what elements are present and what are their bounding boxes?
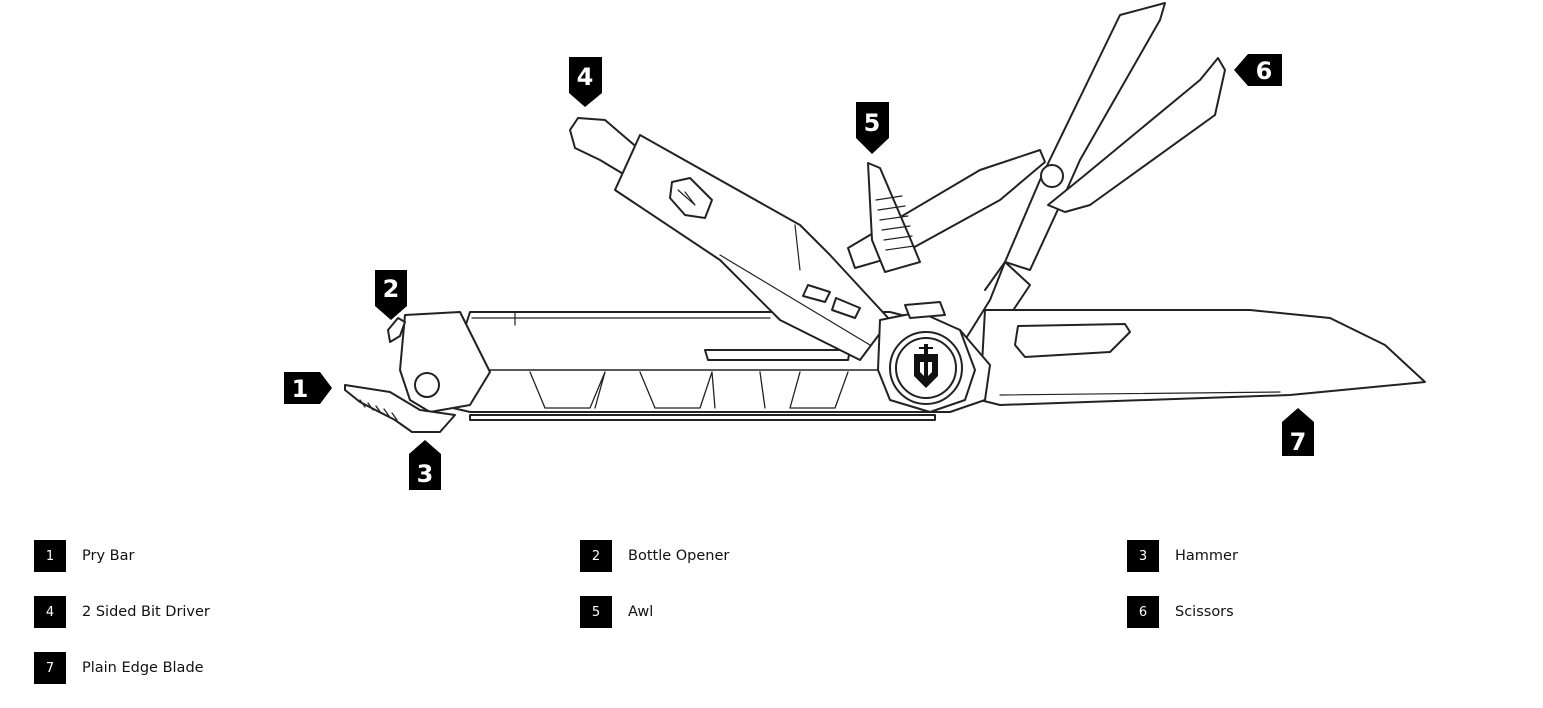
- legend-badge: 3: [1127, 540, 1159, 572]
- svg-text:7: 7: [1290, 428, 1307, 456]
- pivot-drawing: [877, 301, 976, 413]
- multitool-diagram: 1 2 3 4 5 6 7: [284, 2, 1426, 490]
- legend-badge: 1: [34, 540, 66, 572]
- legend-badge: 2: [580, 540, 612, 572]
- legend-label: Awl: [628, 604, 654, 620]
- callout-4: 4: [569, 57, 602, 107]
- callout-7: 7: [1282, 408, 1314, 456]
- legend-item-plain-edge-blade: 7 Plain Edge Blade: [34, 652, 204, 684]
- legend-label: Hammer: [1175, 548, 1238, 564]
- callout-6: 6: [1234, 54, 1282, 86]
- scissors-drawing: [964, 2, 1226, 361]
- callout-3: 3: [409, 440, 441, 490]
- awl-drawing: [867, 162, 921, 273]
- legend-item-awl: 5 Awl: [580, 596, 653, 628]
- plain-edge-blade-drawing: [979, 309, 1426, 406]
- callout-1: 1: [284, 372, 332, 404]
- legend-item-bit-driver: 4 2 Sided Bit Driver: [34, 596, 210, 628]
- legend-item-hammer: 3 Hammer: [1127, 540, 1238, 572]
- legend-label: Pry Bar: [82, 548, 135, 564]
- legend-label: Bottle Opener: [628, 548, 730, 564]
- svg-text:1: 1: [292, 375, 309, 403]
- svg-text:2: 2: [383, 275, 400, 303]
- legend-badge: 5: [580, 596, 612, 628]
- legend-badge: 7: [34, 652, 66, 684]
- svg-text:4: 4: [577, 63, 594, 91]
- callout-2: 2: [375, 270, 407, 320]
- legend-label: Plain Edge Blade: [82, 660, 204, 676]
- legend-item-bottle-opener: 2 Bottle Opener: [580, 540, 729, 572]
- bit-driver-drawing: [569, 117, 891, 361]
- legend-badge: 4: [34, 596, 66, 628]
- legend-item-scissors: 6 Scissors: [1127, 596, 1234, 628]
- legend-label: Scissors: [1175, 604, 1234, 620]
- svg-text:5: 5: [864, 109, 881, 137]
- head-drawing: [344, 311, 491, 433]
- legend-item-pry-bar: 1 Pry Bar: [34, 540, 134, 572]
- legend-label: 2 Sided Bit Driver: [82, 604, 210, 620]
- callout-5: 5: [856, 102, 889, 154]
- svg-text:3: 3: [417, 460, 434, 488]
- gerber-logo-icon: [914, 344, 938, 388]
- svg-text:6: 6: [1256, 57, 1273, 85]
- legend-badge: 6: [1127, 596, 1159, 628]
